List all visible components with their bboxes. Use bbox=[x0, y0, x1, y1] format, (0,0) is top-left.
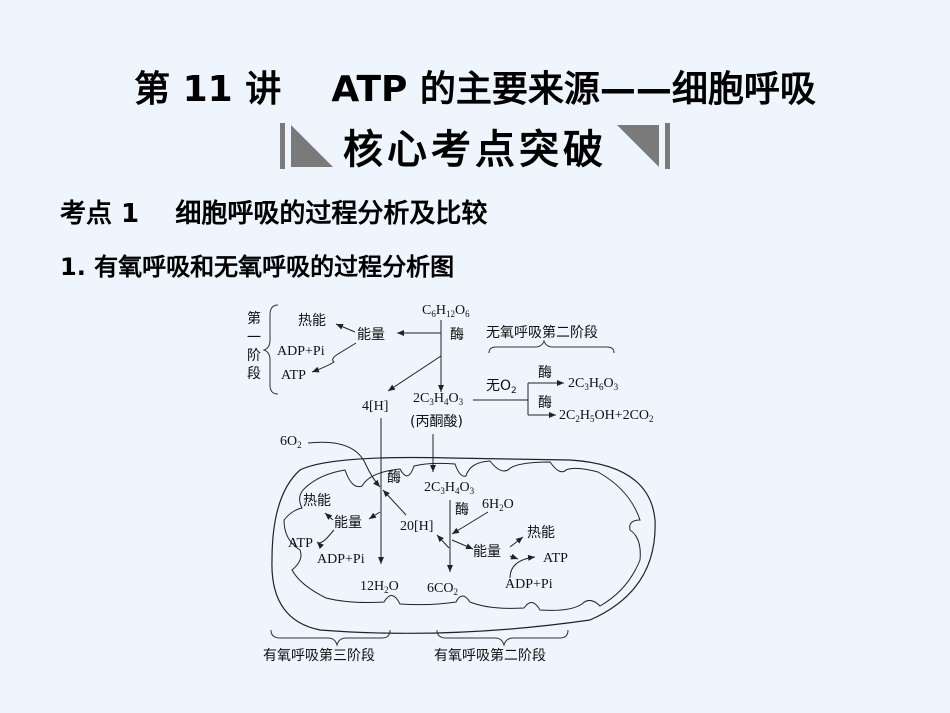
enzyme-stage3: 酶 bbox=[387, 470, 401, 486]
pyruvate-name: (丙酮酸) bbox=[410, 414, 463, 430]
banner-triangle-left-icon bbox=[291, 125, 333, 167]
water-input-formula: 6H2O bbox=[482, 497, 514, 513]
svg-text:一: 一 bbox=[247, 330, 261, 346]
banner-triangle-right-icon bbox=[617, 125, 659, 167]
lactate-formula: 2C3H6O3 bbox=[568, 376, 619, 392]
lecture-topic: ATP 的主要来源——细胞呼吸 bbox=[331, 69, 816, 110]
adp-pi-label: ADP+Pi bbox=[277, 344, 325, 359]
svg-text:第: 第 bbox=[247, 310, 261, 327]
left-adp-pi-label: ADP+Pi bbox=[317, 552, 365, 567]
svg-text:段: 段 bbox=[247, 366, 261, 382]
anaerobic-stage-label: 无氧呼吸第二阶段 bbox=[486, 324, 598, 341]
svg-text:2C3H4O3: 2C3H4O3 bbox=[413, 391, 464, 407]
section-heading: 考点 1 细胞呼吸的过程分析及比较 bbox=[60, 199, 488, 229]
enzyme-lactate: 酶 bbox=[538, 365, 552, 381]
enzyme-label: 酶 bbox=[450, 327, 464, 343]
hydrogen-4h: 4[H] bbox=[362, 399, 388, 414]
left-heat-label: 热能 bbox=[303, 493, 331, 509]
stage1-label: 第 一 阶 段 bbox=[247, 310, 261, 382]
stage3-label: 有氧呼吸第三阶段 bbox=[263, 647, 375, 664]
enzyme-ethanol: 酶 bbox=[538, 395, 552, 411]
mitochondrion-inner-membrane bbox=[283, 460, 641, 611]
svg-text:阶: 阶 bbox=[247, 348, 261, 364]
banner-bar-right bbox=[665, 123, 670, 169]
glucose-formula: C6H12O6 bbox=[422, 303, 470, 319]
ethanol-formula: 2C2H5OH+2CO2 bbox=[559, 408, 654, 424]
banner-title: 核心考点突破 bbox=[343, 127, 607, 173]
anaerobic-brace bbox=[488, 339, 615, 354]
water-output-formula: 12H2O bbox=[360, 579, 399, 595]
stage2-label: 有氧呼吸第二阶段 bbox=[434, 647, 546, 664]
svg-text:C6H12O6: C6H12O6 bbox=[422, 303, 470, 319]
oxygen-formula: 6O2 bbox=[280, 434, 302, 450]
right-heat-label: 热能 bbox=[527, 525, 555, 541]
right-atp-label: ATP bbox=[543, 551, 568, 566]
atp-label: ATP bbox=[281, 368, 306, 383]
right-energy-label: 能量 bbox=[473, 544, 501, 560]
stage3-brace bbox=[270, 629, 391, 647]
mito-pyruvate-formula: 2C3H4O3 bbox=[424, 480, 475, 496]
energy-label: 能量 bbox=[357, 327, 385, 343]
section-subheading: 1. 有氧呼吸和无氧呼吸的过程分析图 bbox=[60, 253, 455, 281]
pyruvate-formula: 2C3H4O3 bbox=[413, 391, 464, 407]
lecture-number: 第 11 讲 bbox=[134, 69, 282, 110]
mitochondrion-outer-membrane bbox=[271, 456, 656, 634]
section-banner: 核心考点突破 bbox=[0, 118, 950, 174]
heat-label: 热能 bbox=[298, 313, 326, 329]
right-adp-pi-label: ADP+Pi bbox=[505, 577, 553, 592]
stage1-brace bbox=[262, 304, 279, 395]
co2-formula: 6CO2 bbox=[427, 581, 458, 597]
left-atp-label: ATP bbox=[288, 536, 313, 551]
page-title: 第 11 讲 ATP 的主要来源——细胞呼吸 bbox=[0, 60, 950, 112]
stage2-brace bbox=[436, 629, 569, 647]
hydrogen-20h: 20[H] bbox=[400, 519, 433, 534]
enzyme-stage2: 酶 bbox=[455, 502, 469, 518]
banner-bar-left bbox=[280, 123, 285, 169]
no-oxygen-label: 无O2 bbox=[486, 378, 517, 396]
left-energy-label: 能量 bbox=[334, 515, 362, 531]
